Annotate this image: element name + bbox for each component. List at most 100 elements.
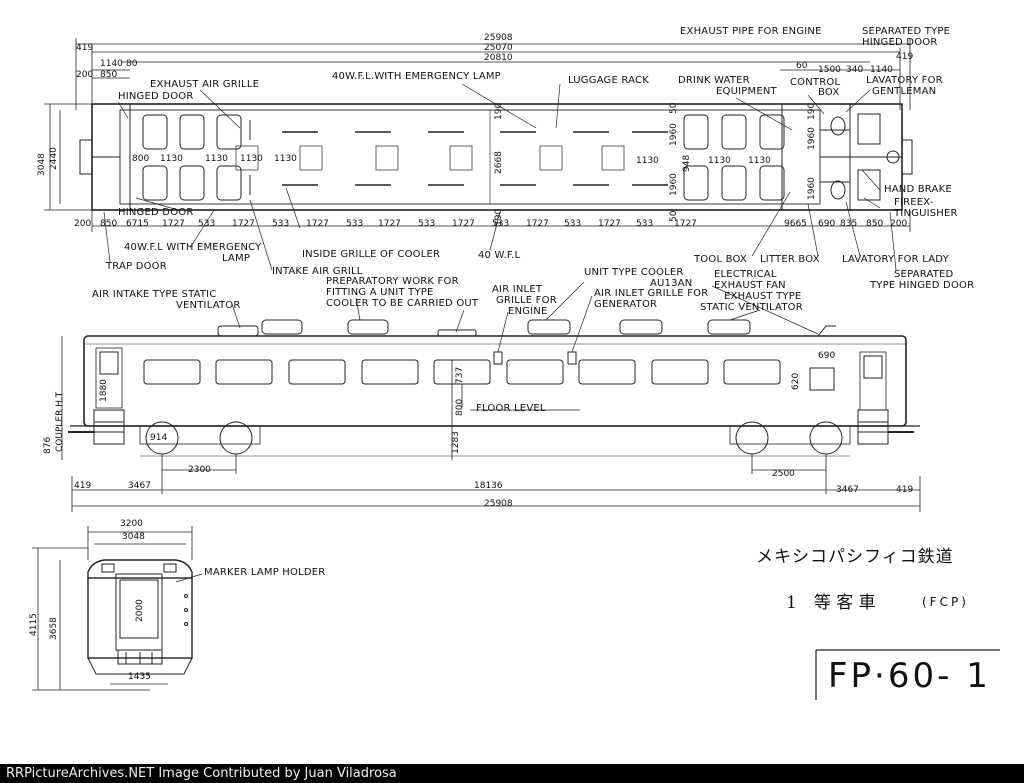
label-separated-bottom: SEPARATED (894, 269, 954, 280)
plan-left-dimension-lines (44, 103, 92, 211)
dim-side-rail: 1283 (451, 431, 461, 454)
label-au13an: AU13AN (650, 278, 693, 289)
dim-end-door-height: 2000 (135, 599, 145, 622)
dim-end-outer-width: 3200 (120, 519, 143, 529)
plan-seats-right (683, 114, 785, 201)
dim-row-1130g: 1130 (748, 156, 771, 166)
label-emergency-lamp-bottom2: LAMP (222, 253, 251, 264)
dim-inner-1960b: 1960 (669, 173, 679, 196)
dim-inner-190c: 190 (807, 102, 817, 120)
plan-cooler-grilles (235, 145, 625, 171)
plan-seats-left (142, 114, 251, 201)
dim-top-340: 340 (846, 65, 864, 75)
dim-bottom-9: 1727 (378, 219, 401, 229)
label-exhaust-pipe: EXHAUST PIPE FOR ENGINE (680, 26, 822, 37)
dim-inner-1960a: 1960 (669, 123, 679, 146)
label-box: BOX (818, 87, 840, 98)
label-prep-work: PREPARATORY WORK FOR (326, 276, 459, 287)
label-air-inlet-gen2: GENERATOR (594, 299, 658, 310)
dim-bottom-10: 533 (418, 219, 436, 229)
dim-bottom-17: 1727 (674, 219, 697, 229)
dim-bottom-3: 1727 (162, 219, 185, 229)
dim-end-body-height: 3658 (49, 617, 59, 640)
dim-bottom-19: 690 (818, 219, 836, 229)
label-lav-gentleman2: GENTLEMAN (872, 86, 937, 97)
dim-bottom-6: 533 (272, 219, 290, 229)
label-emergency-lamp-top: 40W.F.L.WITH EMERGENCY LAMP (332, 71, 501, 82)
label-fire-ext2: TINGUISHER (894, 208, 958, 219)
dim-row-1130c: 1130 (240, 154, 263, 164)
label-elec-exhaust2: EXHAUST FAN (714, 280, 786, 291)
dim-side-bogie-right: 2500 (772, 469, 795, 479)
dim-row-1130d: 1130 (274, 154, 297, 164)
label-emergency-lamp-bottom: 40W.F.L WITH EMERGENCY (124, 242, 262, 253)
label-exhaust-type: EXHAUST TYPE (724, 291, 802, 302)
label-air-inlet-engine: AIR INLET (492, 284, 543, 295)
dim-bottom-21: 850 (866, 219, 884, 229)
dim-bottom-1: 850 (100, 219, 118, 229)
label-lav-gentleman: LAVATORY FOR (866, 75, 943, 86)
dim-bottom-16: 533 (636, 219, 654, 229)
dim-bottom-2: 6715 (126, 219, 149, 229)
dim-side-small-w: 690 (818, 351, 836, 361)
dim-top-end-right: 419 (896, 52, 914, 62)
dim-row-1130a: 1130 (160, 154, 183, 164)
label-prep-work2: FITTING A UNIT TYPE (326, 287, 434, 298)
plan-top-dimension-lines (75, 38, 911, 110)
drawing-lines (32, 38, 1000, 700)
plan-car-body (79, 103, 913, 211)
label-air-intake2: VENTILATOR (176, 300, 241, 311)
label-separated-hinged-top: SEPARATED TYPE (862, 26, 951, 37)
label-tool-box: TOOL BOX (694, 254, 747, 265)
side-bogies (139, 421, 851, 457)
dim-side-floor: 800 (455, 398, 465, 416)
label-separated-hinged-top2: HINGED DOOR (862, 37, 938, 48)
label-40wfl: 40 W.F.L (478, 250, 521, 261)
dim-bottom-20: 835 (840, 219, 858, 229)
dim-side-end-left: 419 (74, 481, 92, 491)
dim-inner-2668: 2668 (494, 151, 504, 174)
side-car-body (68, 319, 920, 445)
dim-top-1140r: 1140 (870, 65, 893, 75)
dim-bottom-22: 200 (890, 219, 908, 229)
dim-inner-190a: 190 (494, 102, 504, 120)
dim-side-centers: 18136 (474, 481, 503, 491)
label-fire-ext: FIREEX- (894, 197, 934, 208)
dim-end-base-width: 1435 (128, 672, 151, 682)
dim-side-window: 737 (455, 366, 465, 384)
dim-row-1130f: 1130 (708, 156, 731, 166)
dim-inner-948: 948 (682, 154, 692, 172)
dim-bottom-15: 1727 (598, 219, 621, 229)
dim-plan-inner-width: 2440 (49, 147, 59, 170)
dim-end-height: 4115 (29, 613, 39, 636)
dim-side-total: 25908 (484, 499, 513, 509)
dim-top-1500: 1500 (818, 65, 841, 75)
dim-inner-1960d: 1960 (807, 177, 817, 200)
dim-bottom-12: 533 (492, 219, 510, 229)
label-air-inlet-gen: AIR INLET GRILLE FOR (594, 288, 709, 299)
dim-side-bogie-left: 2300 (188, 465, 211, 475)
label-hinged-door-top: HINGED DOOR (118, 91, 194, 102)
plan-bottom-dimension-lines (91, 210, 911, 232)
drawing-sheet: EXHAUST PIPE FOR ENGINE SEPARATED TYPE H… (29, 26, 1000, 700)
title-car-class-code: (FCP) (922, 595, 969, 609)
label-unit-cooler: UNIT TYPE COOLER (584, 267, 684, 278)
dim-row-1130b: 1130 (205, 154, 228, 164)
dim-top-850: 850 (100, 70, 118, 80)
dim-top-200: 200 (76, 70, 94, 80)
dim-bottom-4: 533 (198, 219, 216, 229)
dim-side-wheel: 914 (150, 433, 168, 443)
label-prep-work3: COOLER TO BE CARRIED OUT (326, 298, 479, 309)
dim-top-60: 60 (796, 61, 808, 71)
dim-bottom-14: 533 (564, 219, 582, 229)
dim-side-overhang-left: 3467 (128, 481, 151, 491)
label-coupler-height: COUPLER H.T (55, 391, 65, 452)
dim-bottom-5: 1727 (232, 219, 255, 229)
label-control: CONTROL (790, 77, 841, 88)
plan-ceiling-lamps (282, 131, 668, 186)
label-air-inlet-engine3: ENGINE (508, 306, 548, 317)
dim-bottom-11: 1727 (452, 219, 475, 229)
dim-bottom-0: 200 (74, 219, 92, 229)
title-block-frame (815, 649, 1000, 700)
label-trap-door: TRAP DOOR (106, 261, 167, 272)
